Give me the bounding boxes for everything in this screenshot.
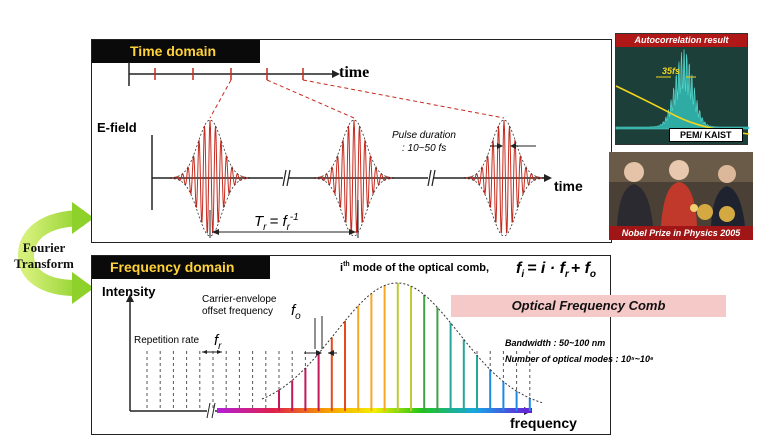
intensity-label: Intensity <box>102 284 156 299</box>
autocorrelation-inset: Autocorrelation result 35fs PEM/ KAIST <box>615 33 750 145</box>
time-domain-figure: time E-field time Tr= fr-1 Pulse <box>97 62 583 238</box>
frequency-domain-figure: Intensity frequency Repetition rate fr C… <box>102 260 654 431</box>
zoom-guides <box>209 79 505 119</box>
mode-text: ith mode of the optical comb, <box>340 261 489 274</box>
fwhm-label: 35fs <box>662 66 680 76</box>
pem-kaist-label: PEM/ KAIST <box>669 128 743 142</box>
pulse-3 <box>463 119 545 234</box>
period-formula: Tr= fr-1 <box>254 212 299 233</box>
frequency-domain-title: Frequency domain <box>92 256 270 279</box>
efield-label: E-field <box>97 120 137 135</box>
repetition-rate-label: Repetition rate <box>134 335 199 346</box>
time-domain-panel: Time domain time E-field time <box>91 39 612 243</box>
pulse-envelope-3-lower <box>463 177 545 237</box>
frequency-axis-label: frequency <box>510 415 577 431</box>
fourier-line2: Transform <box>14 256 74 271</box>
spectrum-bar <box>217 408 532 413</box>
fourier-arrow-icon <box>17 202 94 304</box>
top-pulse-ticks <box>154 68 304 80</box>
pulse-envelope-2-lower <box>313 177 395 237</box>
top-axis-arrowhead <box>332 70 340 78</box>
axis-breaks <box>282 169 436 187</box>
time-domain-title: Time domain <box>92 40 260 63</box>
nobel-photo: Nobel Prize in Physics 2005 <box>609 152 753 240</box>
optical-frequency-comb-box: Optical Frequency Comb <box>451 295 726 317</box>
pulse-duration-label: Pulse duration <box>392 130 456 141</box>
pulse-2 <box>313 119 395 234</box>
fourier-line1: Fourier <box>22 240 66 255</box>
ceo-symbol: fo <box>291 302 301 322</box>
rep-rate-symbol: fr <box>214 332 222 352</box>
modes-label: Number of optical modes : 10⁵~10⁶ <box>505 354 654 364</box>
pulse-train <box>169 119 545 237</box>
frequency-domain-panel: Frequency domain Intensity frequency Rep… <box>91 255 654 435</box>
nobel-caption: Nobel Prize in Physics 2005 <box>609 226 753 240</box>
pulse-1 <box>169 119 251 234</box>
autocorrelation-title: Autocorrelation result <box>616 34 747 47</box>
comb-lines <box>146 283 531 411</box>
ceo-label-line1: Carrier-envelope <box>202 294 277 305</box>
pulse-duration-value: : 10~50 fs <box>402 143 446 154</box>
comb-formula: fi= i · fr+ fo <box>516 260 596 280</box>
fourier-transform-label: Fourier Transform <box>4 240 84 272</box>
top-time-label: time <box>339 64 369 81</box>
laureates-image <box>609 152 753 240</box>
time-axis-label: time <box>554 178 583 194</box>
ceo-label-line2: offset frequency <box>202 306 273 317</box>
bandwidth-label: Bandwidth : 50~100 nm <box>505 338 605 348</box>
